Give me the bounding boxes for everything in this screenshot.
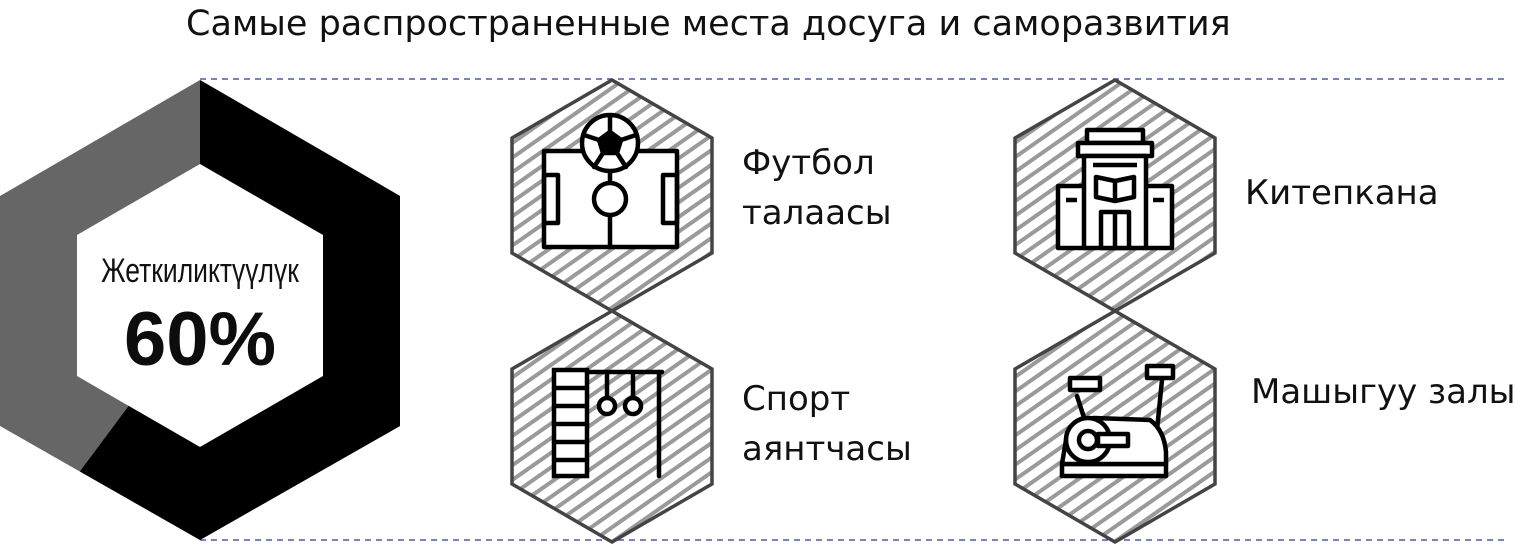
sports-ground-icon [551, 367, 665, 479]
item-label-library: Китепкана [1245, 168, 1439, 218]
page-title: Самые распространенные места досуга и са… [186, 4, 1231, 44]
hex-sports-ground [510, 308, 714, 544]
item-label-sports-ground: Спорт аянтчасы [742, 374, 912, 474]
football-field-icon [541, 112, 680, 250]
exercise-bike-icon [1059, 363, 1176, 479]
library-icon [1055, 127, 1175, 251]
item-label-line: Спорт [742, 379, 851, 419]
item-label-football: Футбол талаасы [742, 138, 892, 238]
item-label-gym: Машыгуу залы [1251, 367, 1515, 417]
gauge-value: 60% [123, 297, 277, 382]
item-label-line: Машыгуу залы [1251, 372, 1515, 412]
gauge-label: Жеткиликтүүлүк [101, 252, 299, 290]
hex-library [1013, 77, 1217, 314]
gauge-inner-hexagon [77, 164, 323, 447]
item-label-line: Футбол [742, 143, 875, 183]
availability-gauge [0, 80, 401, 540]
hex-football [510, 77, 714, 314]
hex-gym [1013, 308, 1217, 544]
item-label-line: Китепкана [1245, 173, 1439, 213]
item-label-line: аянтчасы [742, 429, 912, 469]
item-label-line: талаасы [742, 193, 892, 233]
